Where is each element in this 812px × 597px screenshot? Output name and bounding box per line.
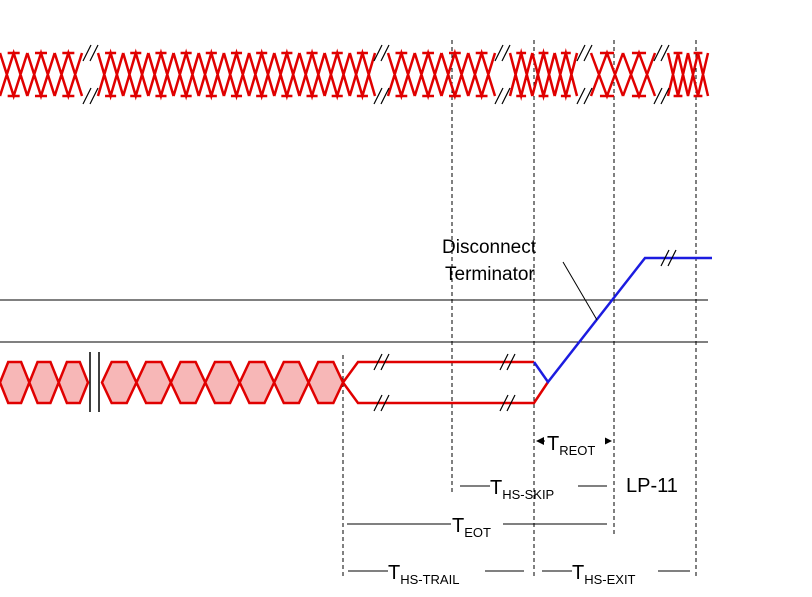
clock-lane-crossings xyxy=(0,48,710,101)
disconnect-terminator-label-line1: Disconnect xyxy=(442,237,537,258)
clock-break-mark-5 xyxy=(653,44,670,105)
ths-exit-label: THS-EXIT xyxy=(572,562,636,587)
treot-label: TREOT xyxy=(547,433,595,458)
data-lane-waveform xyxy=(0,352,550,412)
clock-break-mark-3 xyxy=(494,44,511,105)
lp11-label: LP-11 xyxy=(626,475,678,497)
ths-skip-label: THS-SKIP xyxy=(490,477,554,502)
disconnect-terminator-label-line2: Terminator xyxy=(445,264,535,285)
ths-trail-label: THS-TRAIL xyxy=(388,562,459,587)
timing-guides xyxy=(342,40,697,578)
threshold-lines xyxy=(0,299,708,343)
data-lane-hs-bits xyxy=(0,360,345,405)
data-break-mark-2 xyxy=(499,353,516,412)
data-lane-hs-trail xyxy=(341,360,550,405)
lp-break-mark-2 xyxy=(667,249,677,267)
clock-break-mark-4 xyxy=(576,44,593,105)
clock-lane-waveform xyxy=(0,44,710,105)
clock-break-mark-2 xyxy=(373,44,390,105)
lp-transition-waveform xyxy=(532,249,712,385)
lp-transition-line xyxy=(532,256,712,385)
clock-lane-rails xyxy=(7,51,703,98)
teot-label: TEOT xyxy=(452,515,491,540)
lp-break-mark-1 xyxy=(660,249,670,267)
data-break-mark-1 xyxy=(373,353,390,412)
disconnect-terminator-pointer xyxy=(562,261,598,321)
clock-break-mark-1 xyxy=(82,44,99,105)
